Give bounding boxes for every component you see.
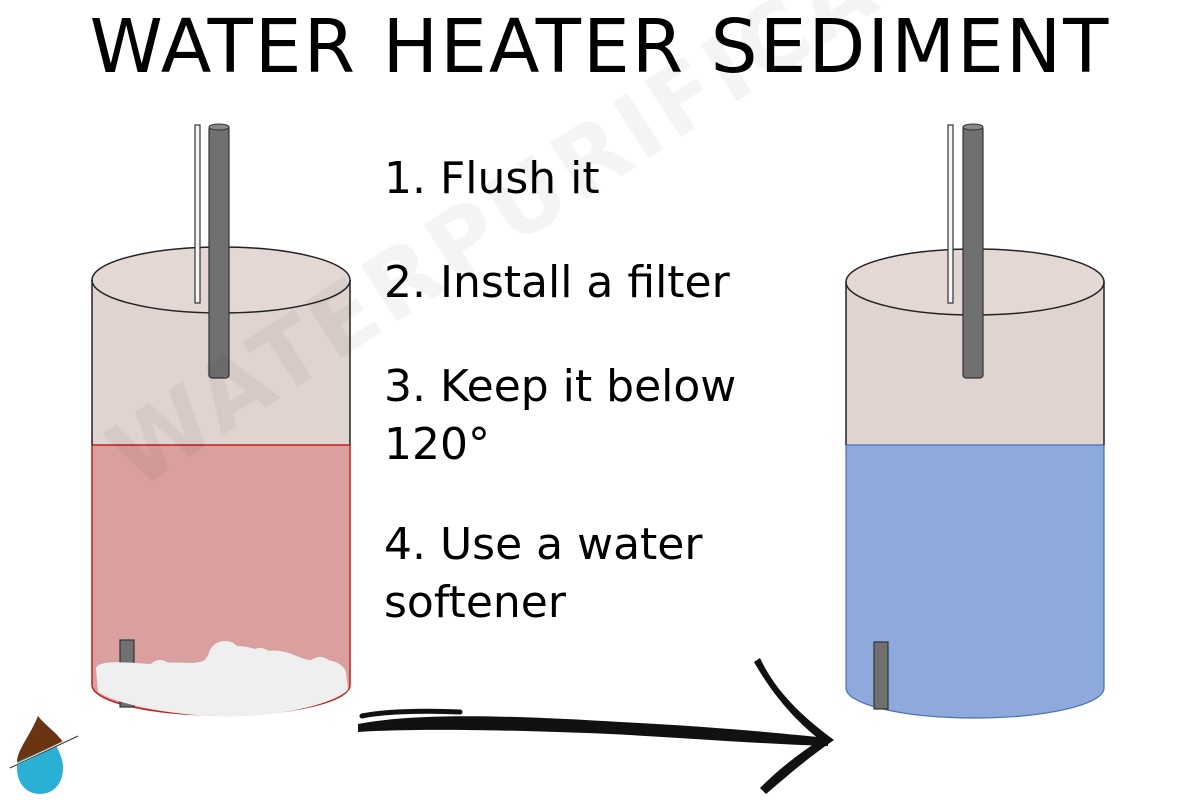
page-title: WATER HEATER SEDIMENT xyxy=(89,4,1111,90)
dirty-tank-thin-pipe xyxy=(194,124,201,304)
water-drop-logo-icon xyxy=(9,716,79,794)
remedy-steps-list: 1. Flush it 2. Install a filter 3. Keep … xyxy=(384,150,824,678)
clean-tank xyxy=(845,123,1105,719)
sediment-pile xyxy=(96,641,348,717)
dirty-tank-dip-tube xyxy=(208,125,230,379)
clean-tank-dip-tube xyxy=(962,125,984,379)
step-keep-below-120: 3. Keep it below 120° xyxy=(384,361,737,470)
dirty-tank xyxy=(91,123,351,717)
dirty-tank-water xyxy=(92,445,350,715)
arrow-right-icon xyxy=(358,658,834,794)
step-water-softener: 4. Use a water softener xyxy=(384,519,703,628)
clean-tank-thin-pipe xyxy=(947,124,954,304)
clean-tank-drain-pipe xyxy=(873,641,889,710)
clean-tank-water xyxy=(846,445,1104,718)
step-install-filter: 2. Install a filter xyxy=(384,257,730,308)
step-flush: 1. Flush it xyxy=(384,153,600,204)
